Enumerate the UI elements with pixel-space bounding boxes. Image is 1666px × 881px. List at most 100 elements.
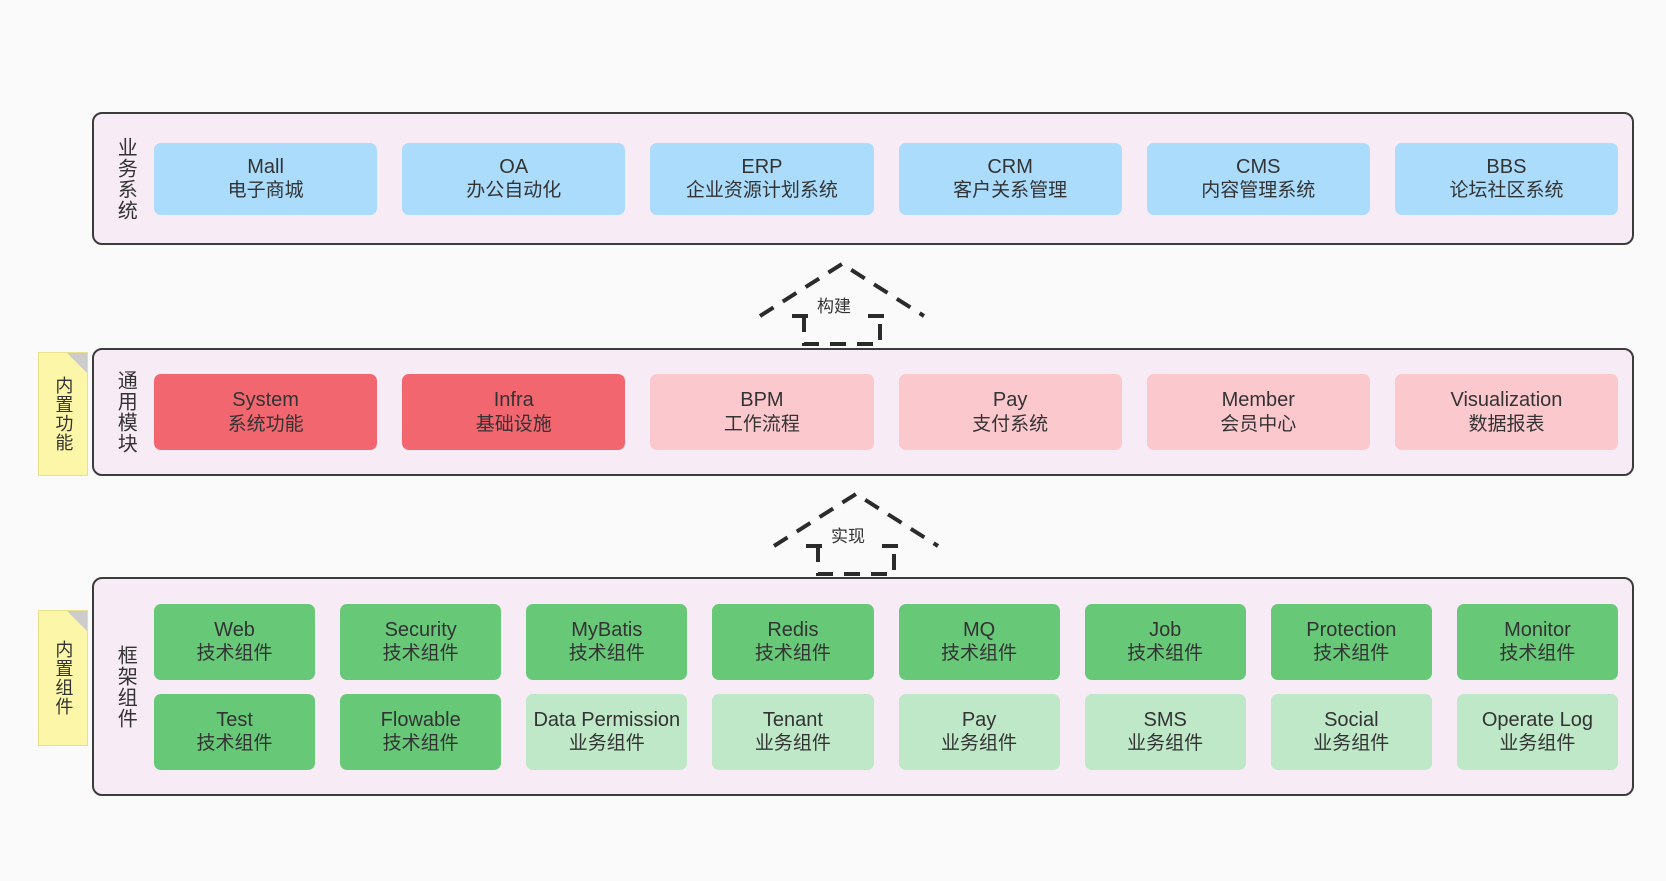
box-social-name: Social bbox=[1324, 708, 1379, 731]
box-mybatis[interactable]: MyBatis 技术组件 bbox=[526, 603, 688, 680]
box-bpm[interactable]: BPM 工作流程 bbox=[650, 374, 874, 450]
box-tenant[interactable]: Tenant 业务组件 bbox=[712, 693, 874, 770]
box-oa[interactable]: OA 办公自动化 bbox=[402, 142, 626, 215]
box-pay-component-desc: 业务组件 bbox=[941, 733, 1018, 755]
box-flowable-desc: 技术组件 bbox=[382, 733, 459, 755]
layer-body-framework-component: Web 技术组件 Security 技术组件 MyBatis 技术组件 Redi… bbox=[142, 589, 1618, 784]
box-test[interactable]: Test 技术组件 bbox=[154, 693, 316, 770]
box-job-desc: 技术组件 bbox=[1127, 643, 1204, 665]
box-job[interactable]: Job 技术组件 bbox=[1084, 603, 1246, 680]
arrow-implement-label: 实现 bbox=[831, 527, 865, 546]
box-redis-name: Redis bbox=[767, 618, 819, 641]
box-pay-module-desc: 支付系统 bbox=[972, 413, 1049, 435]
box-cms-name: CMS bbox=[1236, 155, 1281, 178]
box-visualization-desc: 数据报表 bbox=[1468, 413, 1545, 435]
box-data-permission[interactable]: Data Permission 业务组件 bbox=[526, 693, 688, 770]
box-infra[interactable]: Infra 基础设施 bbox=[402, 374, 626, 450]
layer-business-system: 业务系统 Mall 电子商城 OA 办公自动化 ERP 企业资源计划系统 CRM… bbox=[92, 112, 1634, 245]
box-system-desc: 系统功能 bbox=[227, 413, 304, 435]
row-business-components: Test 技术组件 Flowable 技术组件 Data Permission … bbox=[154, 693, 1618, 770]
box-mybatis-desc: 技术组件 bbox=[568, 643, 645, 665]
box-security-desc: 技术组件 bbox=[382, 643, 459, 665]
sticky-note-builtin-component-label: 内置组件 bbox=[53, 640, 74, 716]
box-bpm-desc: 工作流程 bbox=[723, 413, 800, 435]
box-protection-name: Protection bbox=[1306, 618, 1397, 641]
box-mybatis-name: MyBatis bbox=[571, 618, 643, 641]
box-erp-name: ERP bbox=[741, 155, 783, 178]
sticky-note-builtin-function-label: 内置功能 bbox=[53, 376, 74, 452]
box-pay-module[interactable]: Pay 支付系统 bbox=[898, 374, 1122, 450]
box-security-name: Security bbox=[384, 618, 457, 641]
box-oa-desc: 办公自动化 bbox=[466, 180, 562, 202]
box-sms-name: SMS bbox=[1143, 708, 1187, 731]
box-data-permission-name: Data Permission bbox=[533, 708, 681, 731]
box-web[interactable]: Web 技术组件 bbox=[154, 603, 316, 680]
box-test-desc: 技术组件 bbox=[196, 733, 273, 755]
box-flowable[interactable]: Flowable 技术组件 bbox=[340, 693, 502, 770]
box-pay-module-name: Pay bbox=[992, 389, 1028, 412]
box-visualization-name: Visualization bbox=[1450, 389, 1563, 412]
row-common-modules: System 系统功能 Infra 基础设施 BPM 工作流程 Pay 支付系统… bbox=[154, 374, 1619, 450]
box-mall[interactable]: Mall 电子商城 bbox=[154, 142, 378, 215]
box-mq-name: MQ bbox=[962, 618, 996, 641]
box-crm[interactable]: CRM 客户关系管理 bbox=[898, 142, 1122, 215]
box-web-desc: 技术组件 bbox=[196, 643, 273, 665]
layer-framework-component: 框架组件 Web 技术组件 Security 技术组件 MyBatis 技术组件… bbox=[92, 577, 1634, 796]
box-oa-name: OA bbox=[499, 155, 529, 178]
box-cms-desc: 内容管理系统 bbox=[1201, 180, 1316, 202]
box-security[interactable]: Security 技术组件 bbox=[340, 603, 502, 680]
box-redis[interactable]: Redis 技术组件 bbox=[712, 603, 874, 680]
box-mall-desc: 电子商城 bbox=[227, 180, 304, 202]
box-erp-desc: 企业资源计划系统 bbox=[685, 180, 838, 202]
box-protection-desc: 技术组件 bbox=[1313, 643, 1390, 665]
layer-body-business-system: Mall 电子商城 OA 办公自动化 ERP 企业资源计划系统 CRM 客户关系… bbox=[142, 124, 1619, 233]
arrow-build-label: 构建 bbox=[817, 297, 851, 316]
layer-title-business-system: 业务系统 bbox=[114, 136, 137, 221]
box-bbs-desc: 论坛社区系统 bbox=[1449, 180, 1564, 202]
box-system-name: System bbox=[232, 389, 299, 412]
box-operate-log-name: Operate Log bbox=[1481, 708, 1594, 731]
box-erp[interactable]: ERP 企业资源计划系统 bbox=[650, 142, 874, 215]
layer-body-common-module: System 系统功能 Infra 基础设施 BPM 工作流程 Pay 支付系统… bbox=[142, 360, 1619, 464]
sticky-note-builtin-component: 内置组件 bbox=[38, 610, 88, 746]
layer-title-framework-component: 框架组件 bbox=[114, 644, 137, 729]
box-job-name: Job bbox=[1149, 618, 1182, 641]
box-bpm-name: BPM bbox=[740, 389, 784, 412]
box-mq[interactable]: MQ 技术组件 bbox=[898, 603, 1060, 680]
box-monitor-name: Monitor bbox=[1504, 618, 1571, 641]
box-social-desc: 业务组件 bbox=[1313, 733, 1390, 755]
box-pay-component[interactable]: Pay 业务组件 bbox=[898, 693, 1060, 770]
box-tenant-name: Tenant bbox=[762, 708, 823, 731]
box-crm-name: CRM bbox=[987, 155, 1033, 178]
box-monitor[interactable]: Monitor 技术组件 bbox=[1456, 603, 1618, 680]
row-business-systems: Mall 电子商城 OA 办公自动化 ERP 企业资源计划系统 CRM 客户关系… bbox=[154, 142, 1619, 215]
box-sms-desc: 业务组件 bbox=[1127, 733, 1204, 755]
box-operate-log-desc: 业务组件 bbox=[1499, 733, 1576, 755]
sticky-note-builtin-function: 内置功能 bbox=[38, 352, 88, 476]
box-mall-name: Mall bbox=[247, 155, 284, 178]
box-protection[interactable]: Protection 技术组件 bbox=[1270, 603, 1432, 680]
box-member-name: Member bbox=[1221, 389, 1295, 412]
box-test-name: Test bbox=[216, 708, 253, 731]
box-member[interactable]: Member 会员中心 bbox=[1146, 374, 1370, 450]
box-cms[interactable]: CMS 内容管理系统 bbox=[1146, 142, 1370, 215]
box-tenant-desc: 业务组件 bbox=[754, 733, 831, 755]
box-flowable-name: Flowable bbox=[380, 708, 461, 731]
row-technical-components: Web 技术组件 Security 技术组件 MyBatis 技术组件 Redi… bbox=[154, 603, 1618, 680]
box-monitor-desc: 技术组件 bbox=[1499, 643, 1576, 665]
box-bbs-name: BBS bbox=[1486, 155, 1527, 178]
box-operate-log[interactable]: Operate Log 业务组件 bbox=[1456, 693, 1618, 770]
box-redis-desc: 技术组件 bbox=[754, 643, 831, 665]
box-web-name: Web bbox=[214, 618, 255, 641]
box-crm-desc: 客户关系管理 bbox=[953, 180, 1068, 202]
box-visualization[interactable]: Visualization 数据报表 bbox=[1394, 374, 1619, 450]
box-social[interactable]: Social 业务组件 bbox=[1270, 693, 1432, 770]
box-sms[interactable]: SMS 业务组件 bbox=[1084, 693, 1246, 770]
box-member-desc: 会员中心 bbox=[1220, 413, 1297, 435]
box-infra-desc: 基础设施 bbox=[475, 413, 552, 435]
box-system[interactable]: System 系统功能 bbox=[154, 374, 378, 450]
box-pay-component-name: Pay bbox=[961, 708, 997, 731]
box-data-permission-desc: 业务组件 bbox=[568, 733, 645, 755]
box-bbs[interactable]: BBS 论坛社区系统 bbox=[1394, 142, 1619, 215]
